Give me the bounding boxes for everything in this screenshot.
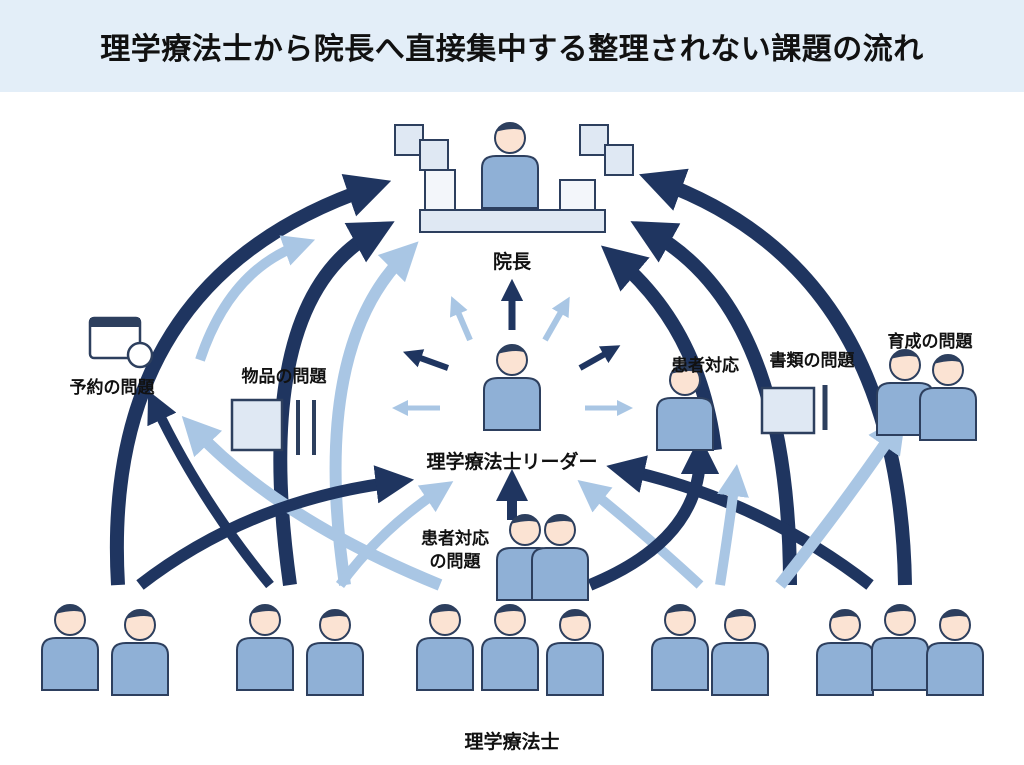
staff-label: 理学療法士: [464, 731, 560, 753]
issue-patient-care-2: 患者対応 の問題: [421, 528, 489, 574]
dark-flow-arrow: [402, 349, 450, 371]
folders-pen-icon: [760, 385, 828, 435]
light-flow-arrow: [449, 296, 473, 342]
dark-flow-arrow: [109, 174, 392, 586]
issue-supplies: 物品の問題: [241, 367, 327, 387]
director-illustration: [394, 121, 634, 233]
light-flow-arrow: [181, 416, 443, 591]
arrows-layer: [109, 168, 912, 591]
issue-patient-care: 患者対応: [671, 356, 739, 376]
director-label: 院長: [492, 251, 532, 273]
dark-flow-arrow: [638, 168, 912, 586]
dark-flow-arrow: [578, 345, 621, 371]
dark-flow-arrow: [606, 455, 874, 590]
page-title: 理学療法士から院長へ直接集中する整理されない課題の流れ: [100, 32, 924, 67]
documents-warning-icon: [394, 124, 634, 176]
issue-documents: 書類の問題: [769, 351, 855, 371]
light-flow-arrow: [329, 241, 419, 586]
cart-tools-icon: [230, 398, 316, 455]
calendar-clock-icon: [88, 316, 154, 369]
light-flow-arrow: [577, 480, 704, 589]
dark-flow-arrow: [587, 435, 720, 591]
flow-diagram: [41, 121, 984, 696]
issue-patient-care-2-line1: 患者対応: [421, 529, 489, 549]
dark-flow-arrow: [630, 221, 797, 586]
light-flow-arrow: [775, 414, 906, 589]
leader-illustration: [483, 343, 541, 431]
header-banner: 理学療法士から院長へ直接集中する整理されない課題の流れ: [0, 0, 1024, 92]
light-flow-arrow: [195, 235, 316, 362]
light-flow-arrow: [335, 481, 454, 588]
issue-patient-care-2-line2: の問題: [429, 551, 481, 572]
light-flow-arrow: [542, 296, 570, 342]
leader-label: 理学療法士リーダー: [426, 451, 598, 473]
training-icon: [876, 348, 977, 441]
issue-reservation: 予約の問題: [69, 378, 155, 398]
issue-training: 育成の問題: [887, 332, 973, 352]
light-flow-arrow: [715, 464, 749, 586]
patient-care-issue-icon: [496, 513, 589, 601]
dark-flow-arrow: [147, 390, 274, 589]
dark-flow-arrow: [136, 465, 415, 590]
staff-groups: [41, 603, 984, 696]
